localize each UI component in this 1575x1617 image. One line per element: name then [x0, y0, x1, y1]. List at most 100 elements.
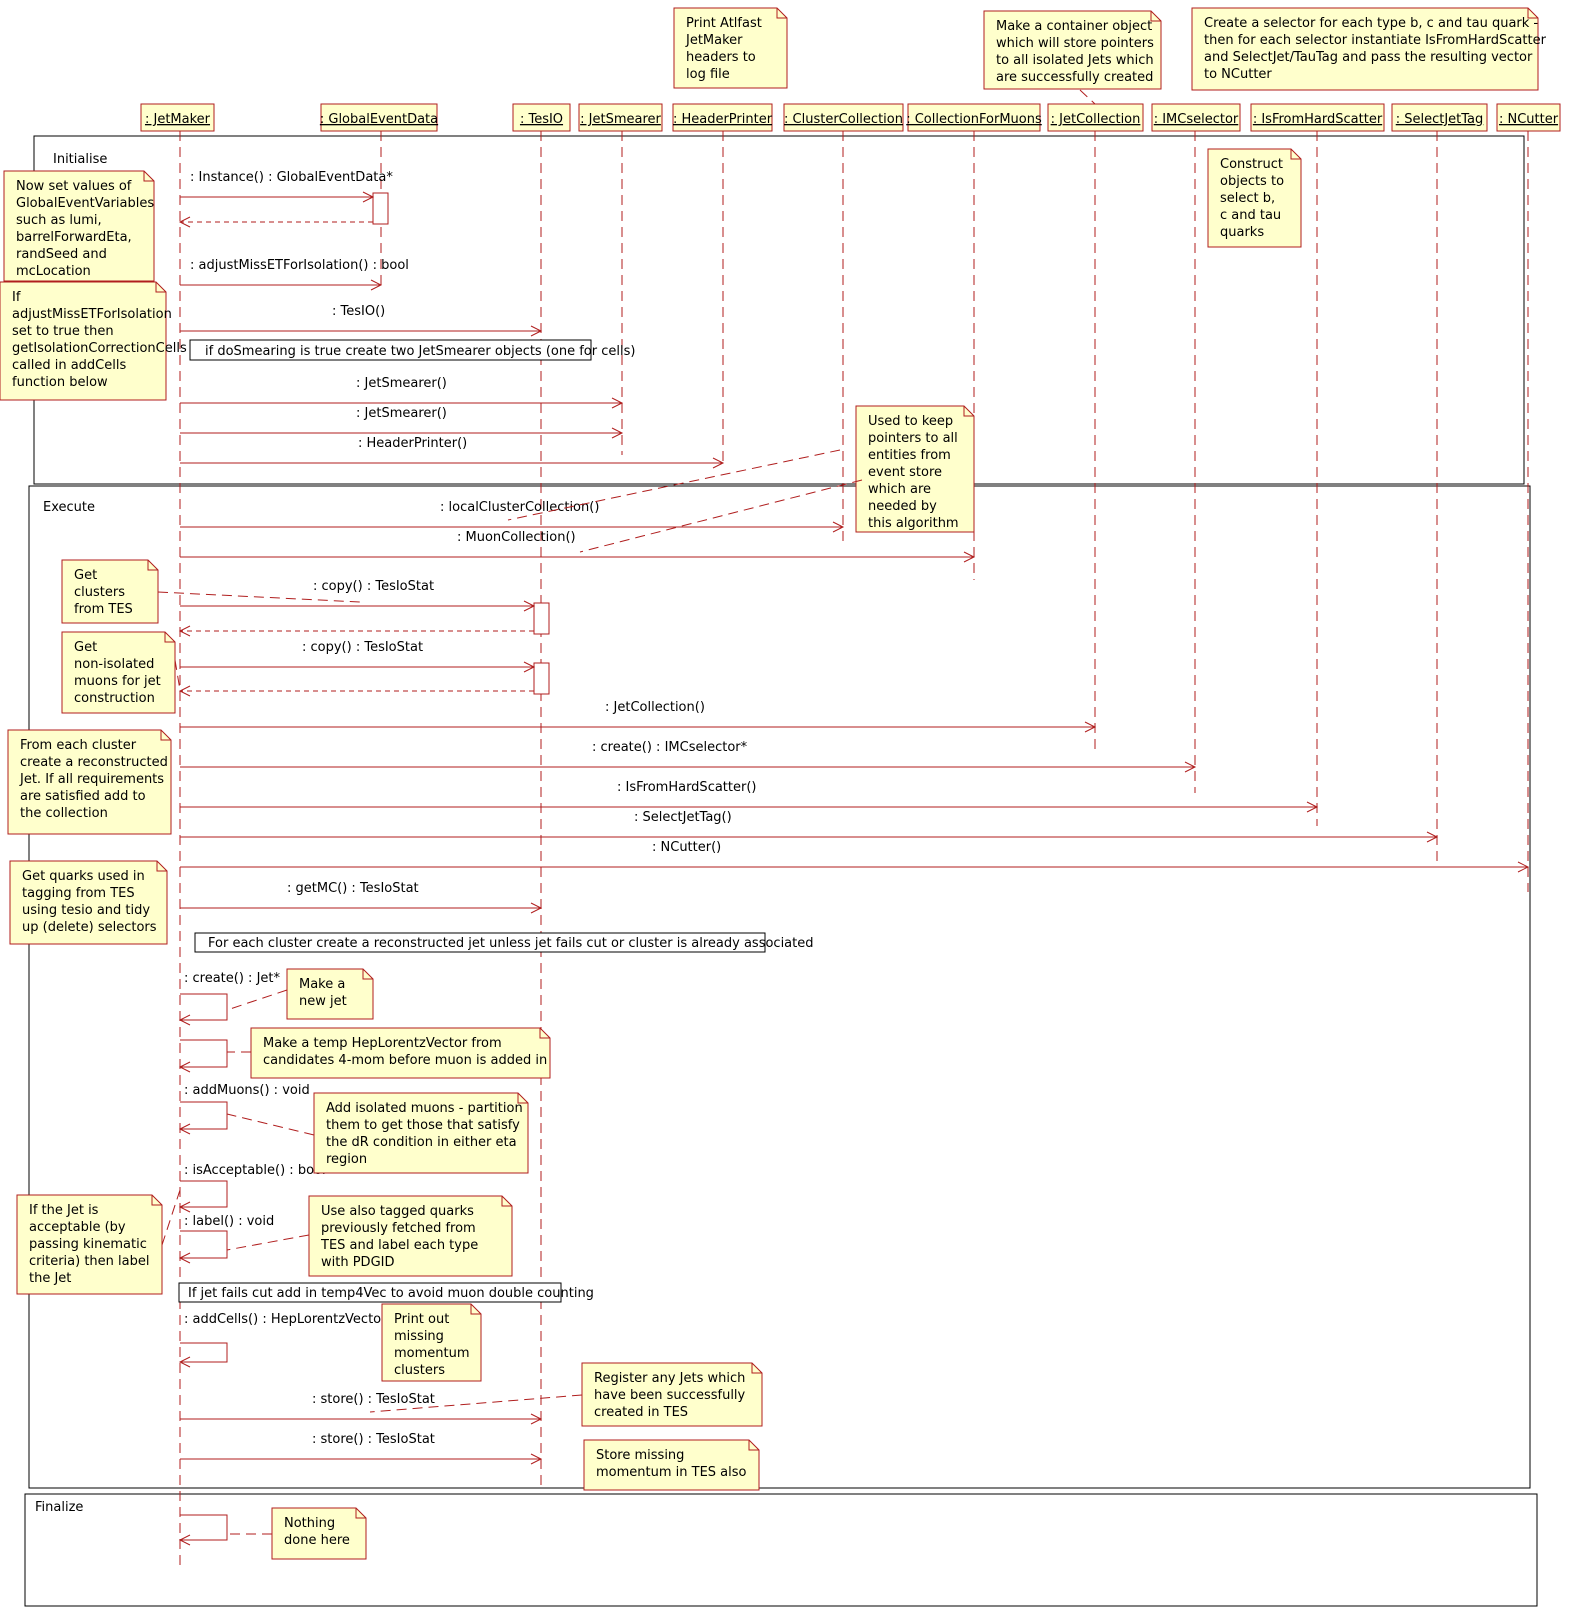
message: : store() : TesIoStat — [180, 1432, 543, 1465]
note-box — [381, 1303, 482, 1382]
lifeline-jetcollection: : JetCollection — [1047, 103, 1144, 750]
note-text: are satisfied add to — [20, 789, 146, 804]
message: : adjustMissETForIsolation() : bool — [180, 258, 409, 291]
guard-text: If jet fails cut add in temp4Vec to avoi… — [188, 1286, 594, 1301]
lifeline-head — [1496, 103, 1561, 132]
note-anchor — [226, 1113, 315, 1136]
note-fold — [1290, 149, 1301, 160]
note: Now set values ofGlobalEventVariablessuc… — [3, 170, 155, 282]
note-text: Create a selector for each type b, c and… — [1204, 16, 1538, 31]
note-text: JetMaker — [685, 33, 743, 48]
message-label: : JetSmearer() — [356, 376, 447, 391]
arrowhead — [530, 325, 543, 337]
message: : JetSmearer() — [180, 406, 624, 439]
lifeline-head — [783, 103, 904, 132]
message: : copy() : TesIoStat — [180, 640, 536, 673]
arrowhead — [178, 1123, 191, 1135]
self-call-arrow — [180, 1180, 228, 1208]
note-text: acceptable (by — [29, 1220, 126, 1235]
lifeline-label: : NCutter — [1499, 112, 1559, 127]
frame-label: Execute — [43, 500, 95, 515]
note-text: which will store pointers — [996, 36, 1154, 51]
arrowhead — [1517, 861, 1530, 873]
note-text: Register any Jets which — [594, 1371, 745, 1386]
lifeline-collectionformuons: : CollectionForMuons — [906, 103, 1042, 580]
arrowhead — [530, 1413, 543, 1425]
lifeline-label: : ClusterCollection — [784, 112, 903, 127]
self-call-arrow — [180, 1230, 228, 1259]
note-text: Nothing — [284, 1516, 335, 1531]
arrowhead — [530, 902, 543, 914]
message: : TesIO() — [180, 304, 543, 337]
note-text: Print Atlfast — [686, 16, 762, 31]
activation-box — [372, 192, 389, 225]
note-box — [61, 559, 159, 624]
note-text: TES and label each type — [320, 1238, 478, 1253]
self-call: : create() : Jet* — [178, 971, 280, 1026]
note-text: clusters — [74, 585, 125, 600]
note-text: Use also tagged quarks — [321, 1204, 474, 1219]
note-text: tagging from TES — [22, 886, 135, 901]
note-box — [3, 170, 155, 282]
note-fold — [164, 632, 175, 643]
lifeline-headerprinter: : HeaderPrinter — [672, 103, 773, 464]
note: Create a selector for each type b, c and… — [1191, 7, 1547, 91]
note-text: quarks — [1220, 225, 1264, 240]
note-box — [7, 729, 172, 835]
self-call: : isAcceptable() : bool — [178, 1163, 326, 1213]
message-label: : getMC() : TesIoStat — [287, 881, 419, 896]
arrowhead — [611, 427, 624, 439]
note-text: are successfully created — [996, 70, 1153, 85]
arrowhead — [178, 216, 191, 228]
self-call-arrow — [180, 993, 228, 1021]
arrowhead — [178, 1356, 191, 1368]
note-text: up (delete) selectors — [22, 920, 157, 935]
self-call: : addCells() : HepLorentzVector — [178, 1312, 387, 1368]
note-fold — [143, 171, 154, 182]
arrowhead — [178, 1534, 191, 1546]
note-text: criteria) then label — [29, 1254, 149, 1269]
note-text: the Jet — [29, 1271, 71, 1286]
return-message — [178, 625, 534, 637]
note-text: event store — [868, 465, 942, 480]
message-label: : copy() : TesIoStat — [302, 640, 423, 655]
self-call-arrow — [180, 1514, 228, 1541]
note-text: previously fetched from — [321, 1221, 476, 1236]
arrowhead — [370, 279, 383, 291]
note-box — [61, 631, 176, 714]
lifeline-label: : HeaderPrinter — [673, 112, 773, 127]
message-label: : store() : TesIoStat — [312, 1392, 435, 1407]
note-text: Construct — [1220, 157, 1283, 172]
note-text: non-isolated — [74, 657, 154, 672]
arrowhead — [178, 685, 191, 697]
arrowhead — [832, 521, 845, 533]
note-fold — [155, 282, 166, 293]
lifeline-isfromhardscatter: : IsFromHardScatter — [1250, 103, 1385, 826]
note-fold — [776, 8, 787, 19]
lifeline-tesio: : TesIO — [512, 103, 571, 1488]
message-label: : label() : void — [184, 1214, 274, 1229]
message: : localClusterCollection() — [180, 500, 845, 533]
note-box — [308, 1195, 513, 1277]
note-text: Make a — [299, 977, 345, 992]
note-text: momentum — [394, 1346, 470, 1361]
note-text: create a reconstructed — [20, 755, 168, 770]
frame-finalize — [24, 1493, 1538, 1607]
arrowhead — [178, 1061, 191, 1073]
note-fold — [1150, 11, 1161, 22]
note-text: adjustMissETForIsolation — [12, 307, 172, 322]
lifeline-ncutter: : NCutter — [1496, 103, 1561, 892]
guard-box — [189, 339, 592, 361]
note-text: randSeed and — [16, 247, 107, 262]
note-fold — [748, 1440, 759, 1451]
note-box — [16, 1194, 163, 1295]
self-call: : addMuons() : void — [178, 1083, 310, 1135]
message-label: : SelectJetTag() — [634, 810, 732, 825]
lifeline-imcselector: : IMCselector — [1151, 103, 1241, 793]
message-label: : create() : IMCselector* — [592, 740, 748, 755]
self-call-arrow — [180, 1101, 228, 1130]
